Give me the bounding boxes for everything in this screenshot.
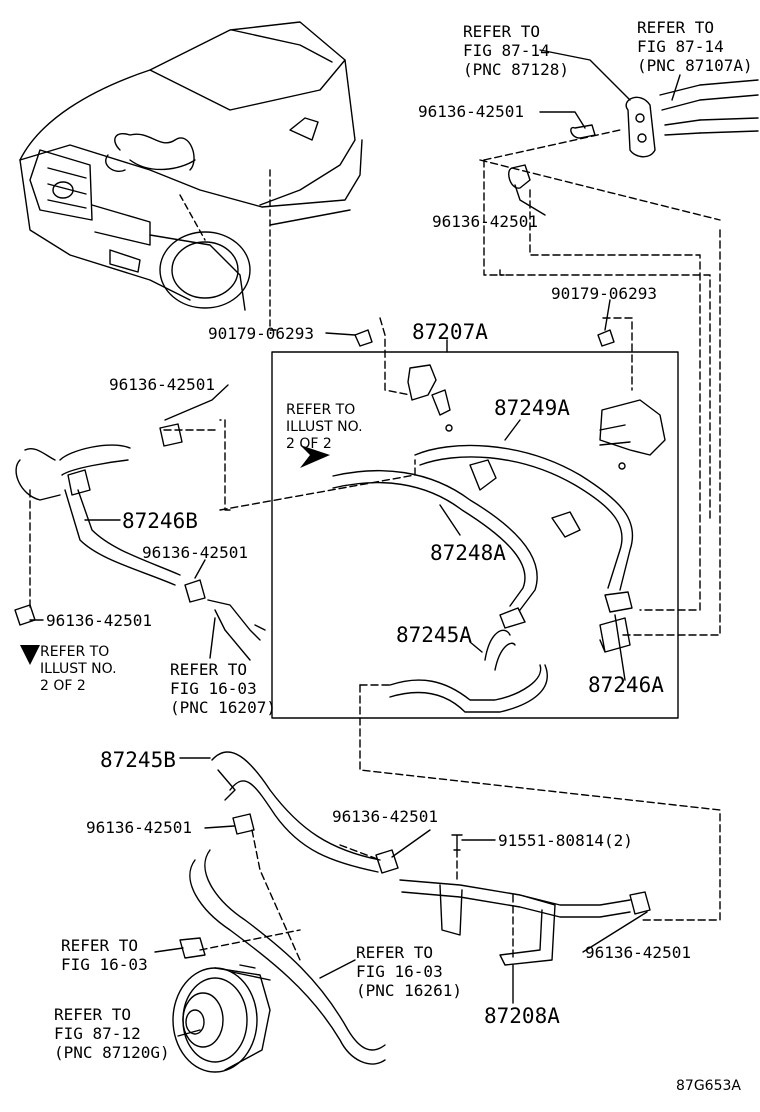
ac-compressor (172, 937, 271, 1073)
label-ref-87128: REFER TO FIG 87-14 (PNC 87128) (463, 22, 569, 79)
label-grommet-left: 90179-06293 (208, 324, 314, 343)
label-line: (PNC 87107A) (637, 56, 753, 75)
label-ref-16-03: REFER TO FIG 16-03 (61, 936, 148, 974)
label-clip-left-top: 96136-42501 (109, 375, 215, 394)
label-ref-16261: REFER TO FIG 16-03 (PNC 16261) (356, 943, 462, 1000)
label-hose-87245a: 87245A (396, 623, 472, 647)
label-line: REFER TO (170, 660, 248, 679)
label-leaders (29, 49, 681, 1037)
label-bolt: 91551-80814(2) (498, 831, 633, 850)
label-clip-left-mid: 96136-42501 (142, 543, 248, 562)
hose-87246b (59, 444, 181, 586)
label-hose-87246a: 87246A (588, 673, 664, 697)
label-hose-87246b: 87246B (122, 509, 198, 533)
label-clip-bottom-left: 96136-42501 (86, 818, 192, 837)
hose-16261 (189, 849, 386, 1065)
label-line: REFER TO (40, 644, 110, 660)
label-line: REFER TO (286, 402, 356, 418)
hose-87248a (332, 469, 538, 611)
label-line: REFER TO (463, 22, 541, 41)
label-line: REFER TO (54, 1005, 132, 1024)
hose-87245a (389, 664, 548, 713)
clip-bottom-left (232, 813, 255, 835)
label-hose-87245b: 87245B (100, 748, 176, 772)
label-hose-87248a: 87248A (430, 541, 506, 565)
label-pipe-87208a: 87208A (484, 1004, 560, 1028)
clip-bottom-right (629, 891, 651, 915)
label-line: ILLUST NO. (40, 661, 117, 677)
grommet-right (597, 329, 615, 347)
bolt-91551 (451, 834, 463, 851)
inner-clamps (407, 364, 666, 629)
label-line: 2 OF 2 (286, 436, 332, 452)
clip-compressor (179, 937, 206, 959)
label-line: (PNC 16261) (356, 981, 462, 1000)
vehicle-illustration (19, 21, 363, 331)
hose-87245b (211, 751, 381, 873)
label-ref-87107a: REFER TO FIG 87-14 (PNC 87107A) (637, 18, 753, 75)
clip-left-low (14, 604, 36, 626)
hose-87249a (414, 444, 634, 591)
label-line: REFER TO (61, 936, 139, 955)
clip-left-mid (184, 579, 206, 603)
label-refer-illust-left: REFER TO ILLUST NO. 2 OF 2 (40, 644, 117, 695)
label-main-assembly: 87207A (412, 320, 488, 344)
hose-87246a (599, 617, 631, 653)
label-line: (PNC 16207) (170, 698, 276, 717)
label-line: 2 OF 2 (40, 678, 86, 694)
label-clip-left-low: 96136-42501 (46, 611, 152, 630)
label-line: FIG 16-03 (356, 962, 443, 981)
label-line: REFER TO (637, 18, 715, 37)
label-clip-top-1: 96136-42501 (418, 102, 524, 121)
label-clip-bottom-mid: 96136-42501 (332, 807, 438, 826)
label-hose-87249a: 87249A (494, 396, 570, 420)
label-line: REFER TO (356, 943, 434, 962)
diagram-code: 87G653A (676, 1078, 741, 1094)
label-grommet-right: 90179-06293 (551, 284, 657, 303)
label-line: (PNC 87128) (463, 60, 569, 79)
label-line: (PNC 87120G) (54, 1043, 170, 1062)
assembly-boundary-87207a (271, 351, 679, 719)
label-clip-top-2: 96136-42501 (432, 212, 538, 231)
pipe-87208a (399, 879, 631, 918)
label-line: FIG 87-14 (637, 37, 724, 56)
arrow-right-illust (300, 445, 330, 468)
label-clip-bottom-right: 96136-42501 (585, 943, 691, 962)
label-line: FIG 16-03 (61, 955, 148, 974)
label-ref-87120g: REFER TO FIG 87-12 (PNC 87120G) (54, 1005, 170, 1062)
label-ref-16207: REFER TO FIG 16-03 (PNC 16207) (170, 660, 276, 717)
label-refer-illust-right: REFER TO ILLUST NO. 2 OF 2 (286, 402, 363, 453)
label-line: ILLUST NO. (286, 419, 363, 435)
label-line: FIG 87-12 (54, 1024, 141, 1043)
clip-left-top (159, 423, 183, 447)
label-line: FIG 16-03 (170, 679, 257, 698)
label-line: FIG 87-14 (463, 41, 550, 60)
arrow-left-illust (20, 645, 40, 665)
clip-bottom-mid (375, 849, 399, 874)
grommet-left (354, 329, 373, 347)
heater-pipe-connectors (508, 79, 759, 189)
